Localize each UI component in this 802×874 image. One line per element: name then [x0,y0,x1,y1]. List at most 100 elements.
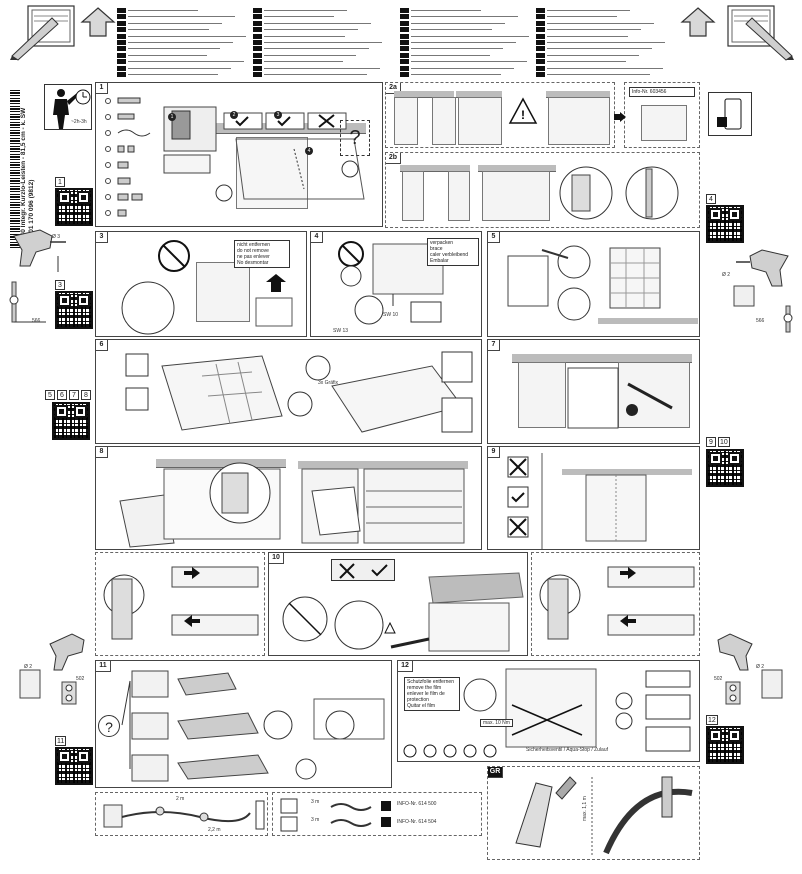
language-row [117,52,207,58]
qr-code-1[interactable] [55,188,93,226]
language-code-chip [536,52,545,58]
language-row [117,8,198,13]
language-text-line [264,35,345,37]
language-text-line [411,74,501,75]
language-row [253,59,343,65]
language-text-line [128,74,218,75]
language-code-chip [536,72,545,77]
time-label: ~2h-3h [71,119,87,125]
language-code-chip [536,20,545,26]
panel-number: 2a [386,83,401,94]
language-row [400,14,518,20]
language-code-chip [117,14,126,20]
language-code-chip [400,20,409,26]
language-row [253,72,367,77]
language-code-chip [253,27,262,33]
hose-length-2-2m: 2,2 m [208,827,221,833]
language-code-chip [253,65,262,71]
language-text-line [264,74,367,75]
remove-film-callout: Schutzfolie entfernen remove the film en… [404,677,460,711]
accessory-panel: 3 m 3 m INFO-Nr. 614 500 INFO-Nr. 614 50… [272,792,482,836]
panel-5: 5 [487,231,700,337]
language-row [253,33,345,39]
dim-502-left: 502 [76,676,85,682]
language-code-chip [253,46,262,52]
language-row [536,14,617,20]
language-row [253,46,369,52]
language-row [536,40,665,45]
language-text-line [411,22,505,24]
language-row [117,27,209,33]
language-row [536,46,652,52]
panel-11: 11 ? [95,660,392,788]
language-text-line [264,54,356,56]
language-text-line [264,16,334,18]
language-code-chip [253,52,262,58]
language-code-chip [400,40,409,45]
language-code-chip [536,8,545,13]
language-text-line [547,54,639,56]
language-code-chip [117,8,126,13]
panel-gr: GR max. 1,1 m [487,766,700,860]
language-text-line [411,67,514,69]
parts-list [105,97,151,217]
qr-label-3: 3 [55,280,65,290]
language-row [400,72,501,77]
panel-number: 9 [488,447,500,458]
language-text-line [547,42,665,43]
panel-2a-info: Info-Nr. 603456 [624,82,700,148]
dim-566-right: 566 [756,318,765,324]
language-row [253,65,380,71]
help-question-icon: ? [340,120,370,156]
qr-code-9-10[interactable] [706,449,744,487]
qr-code-5-8[interactable] [52,402,90,440]
phone-app-icon[interactable] [708,92,752,136]
language-code-chip [536,59,545,65]
language-code-chip [117,59,126,65]
qr-code-4[interactable] [706,205,744,243]
language-text-line [264,22,371,24]
language-code-chip [117,72,126,77]
language-code-chip [253,59,262,65]
panel-2a: 2a ! [385,82,615,148]
language-row [117,14,235,20]
language-code-chip [400,8,409,13]
arrow-up-right-icon [680,7,716,37]
wrench-size-sw13: SW 13 [333,328,349,334]
language-text-line [547,61,626,63]
language-code-chip [117,33,126,39]
language-code-chip [536,46,545,52]
corner-pencil-right-icon [727,5,794,61]
language-code-chip [117,65,126,71]
language-row [400,52,490,58]
qr-code-11[interactable] [55,747,93,785]
language-row [536,65,663,71]
language-row [536,59,626,65]
language-row [253,40,382,45]
qr-code-12[interactable] [706,726,744,764]
drill-left-bottom-diameter: Ø 2 [24,664,33,670]
panel-number: 1 [96,83,108,94]
language-row [536,33,628,39]
language-text-line [411,42,516,43]
language-code-chip [400,52,409,58]
language-code-chip [117,52,126,58]
language-code-chip [117,20,126,26]
language-row [117,40,233,45]
language-row [253,8,347,13]
qr-label-4: 4 [706,194,716,204]
qr-code-3[interactable] [55,291,93,329]
qr-label-12: 12 [706,715,718,725]
language-text-line [264,48,369,50]
language-row [536,8,630,13]
panel-2b: 2b [385,152,700,228]
panel-6: 6 3x Gräfix [95,339,482,444]
language-code-chip [536,40,545,45]
cabinet-frame [236,137,308,209]
info-number: Info-Nr. 603456 [629,87,695,97]
language-code-chip [536,27,545,33]
panel-number: 5 [488,232,500,243]
language-code-chip [400,59,409,65]
drill-right-icon [733,249,793,333]
language-code-chip [400,33,409,39]
